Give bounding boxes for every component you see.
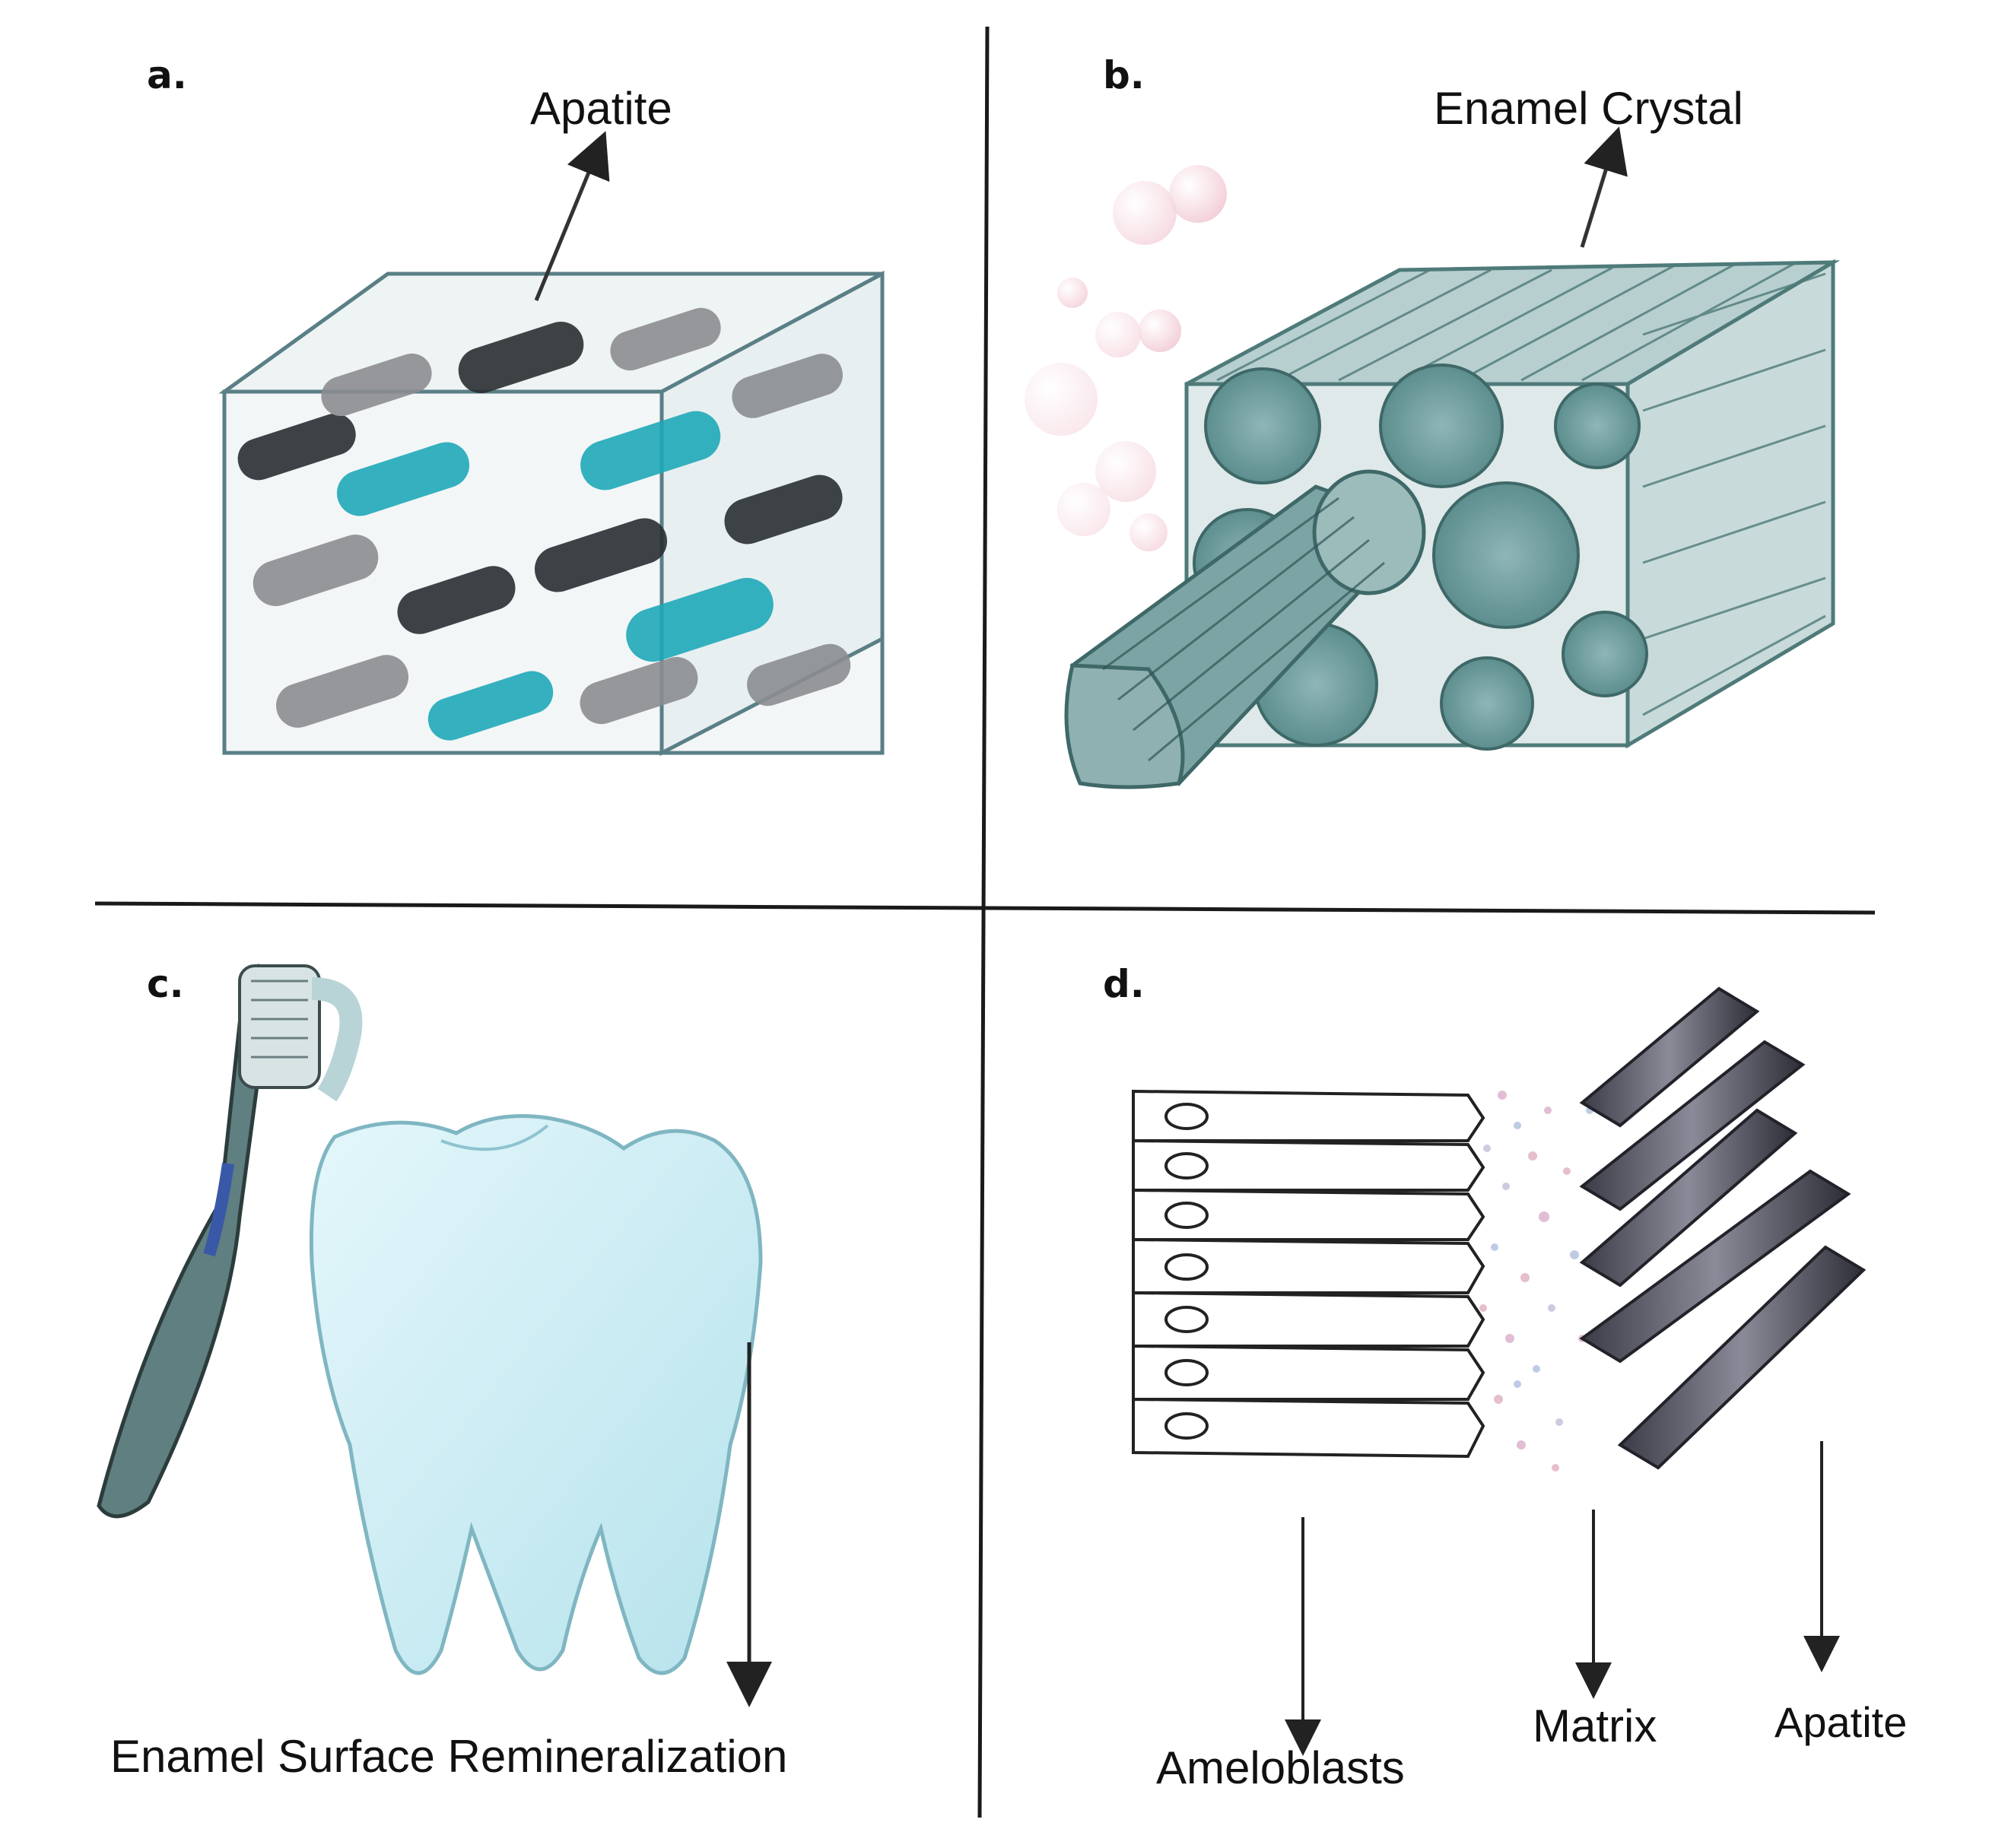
apatite-pointer-arrow (534, 131, 610, 301)
molar-tooth-icon (309, 1114, 763, 1675)
divider-horizontal (94, 901, 1876, 915)
panel-b-label: Enamel Crystal (1434, 83, 1743, 134)
toothbrush-icon (97, 964, 363, 1519)
panel-a-label: Apatite (530, 83, 672, 134)
panel-a-letter: a. (147, 53, 187, 97)
panel-d-matrix-label: Matrix (1533, 1700, 1657, 1751)
panel-d-amelogenesis (1132, 986, 1867, 1756)
panel-d-apatite-label: Apatite (1774, 1698, 1908, 1746)
panel-c-letter: c. (147, 962, 184, 1006)
panel-a-apatite-cube (218, 131, 885, 757)
ameloblast-cells (1132, 1089, 1485, 1459)
panel-b-letter: b. (1103, 53, 1145, 97)
enamel-crystal-pointer-arrow (1580, 126, 1628, 248)
apatite-rods (1579, 986, 1867, 1470)
divider-vertical (977, 26, 990, 1818)
panel-d-letter: d. (1103, 962, 1145, 1006)
panel-d-ameloblasts-label: Ameloblasts (1156, 1742, 1405, 1793)
matrix-particles (1479, 1091, 1593, 1472)
panel-b-enamel-crystal (1025, 126, 1841, 789)
panel-c-remineralization (97, 964, 772, 1707)
panel-c-caption: Enamel Surface Remineralization (110, 1731, 788, 1782)
